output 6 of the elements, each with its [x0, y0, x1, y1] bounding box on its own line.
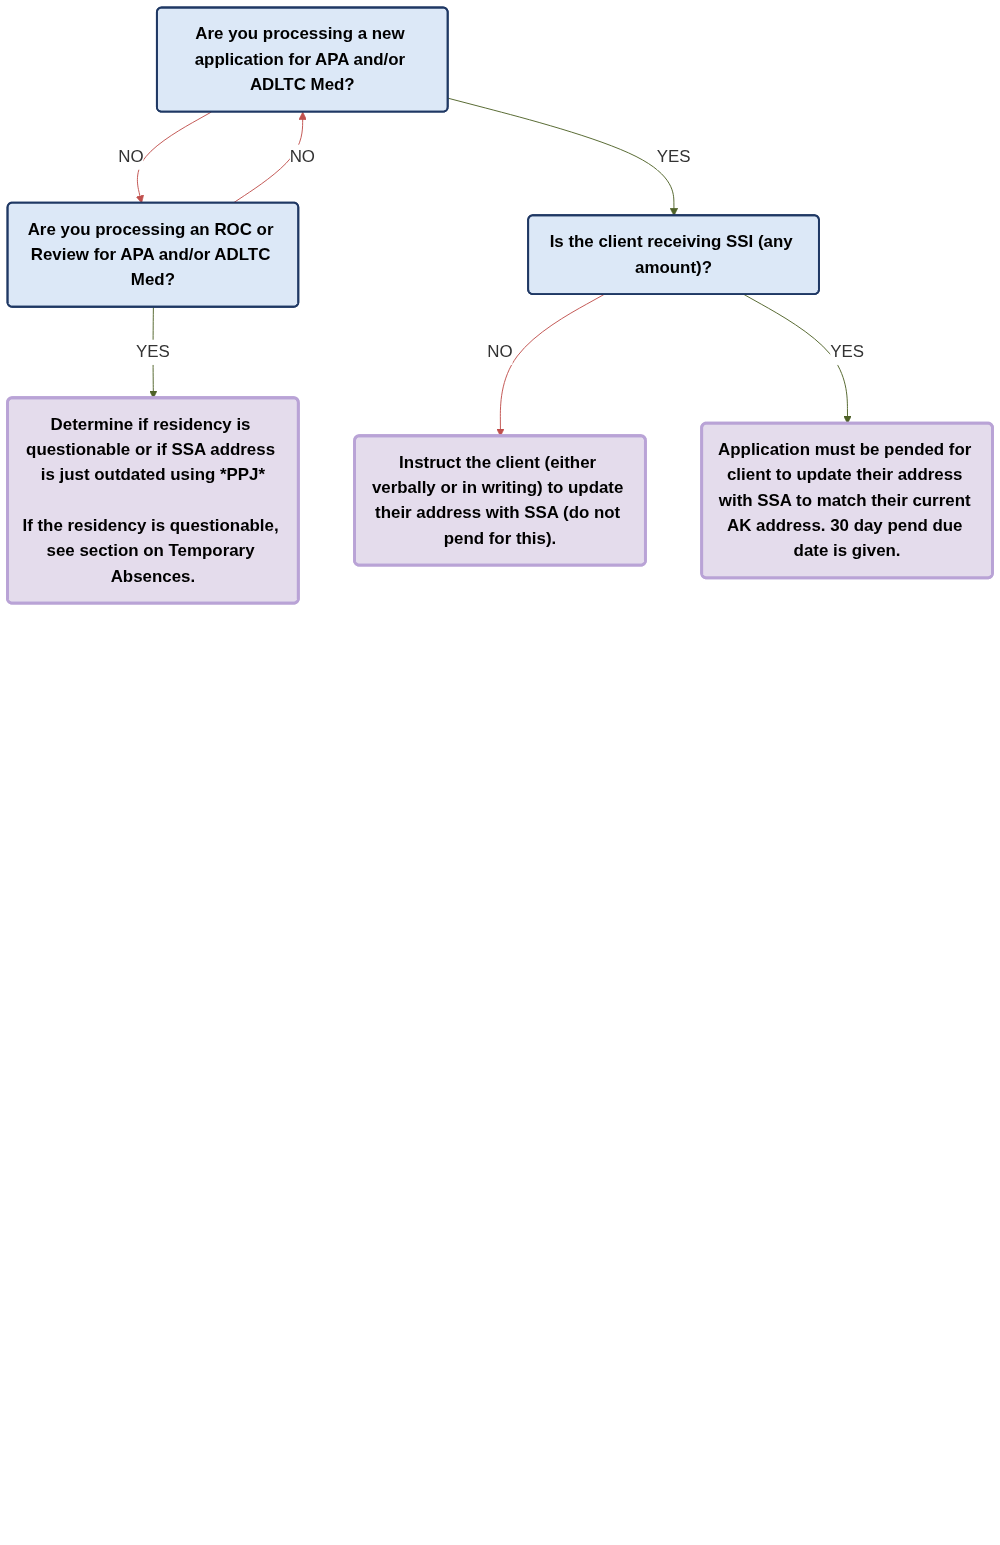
edge-label: YES: [136, 342, 170, 362]
edge-label: YES: [656, 147, 691, 167]
edge-label: YES: [830, 342, 864, 362]
edge-label: NO: [118, 147, 144, 167]
edge-label: NO: [487, 342, 513, 362]
edge-label: NO: [289, 147, 315, 167]
